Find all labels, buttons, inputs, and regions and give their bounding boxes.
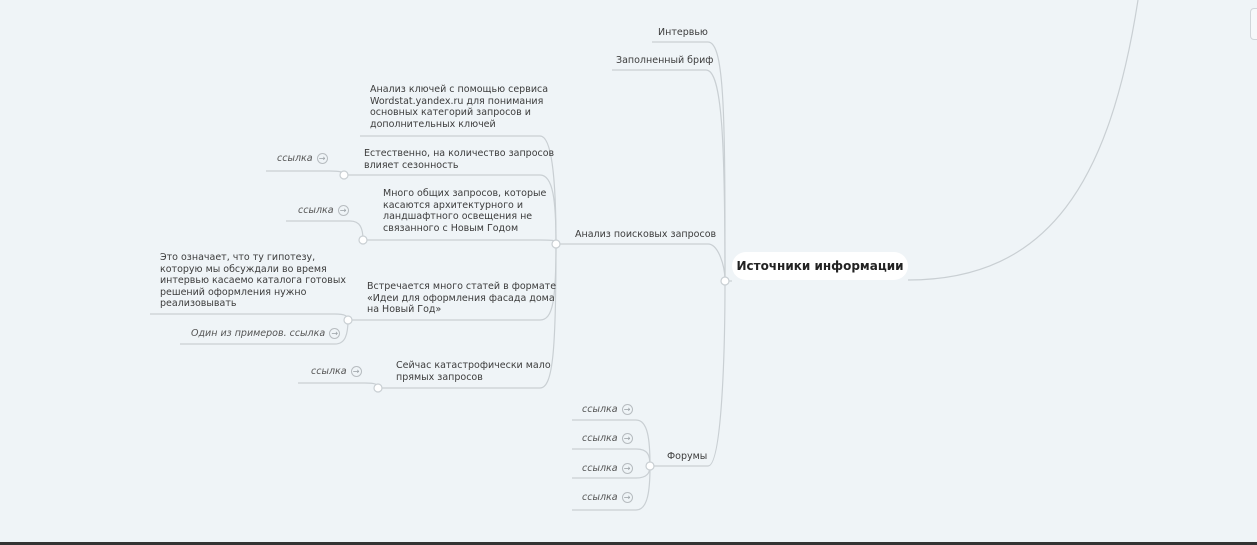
node-text-line: Встречается много статей в формате [367, 281, 557, 292]
arrow-right-icon: → [329, 328, 341, 339]
link-forum-2[interactable]: ссылка→ [582, 433, 633, 445]
arrow-right-icon: → [337, 205, 349, 216]
node-text-line: на Новый Год» [367, 304, 442, 315]
node-brief[interactable]: Заполненный бриф [616, 55, 714, 66]
arrow-right-icon: → [621, 433, 633, 444]
node-forums[interactable]: Форумы [667, 451, 708, 462]
link-forum-3[interactable]: ссылка→ [582, 463, 633, 475]
root-node[interactable]: Источники информации [732, 252, 908, 280]
side-panel-handle[interactable] [1250, 8, 1257, 40]
link-label: ссылка [298, 205, 334, 216]
link-label: ссылка [582, 492, 618, 503]
node-text-line: Сейчас катастрофически мало [396, 360, 551, 371]
node-text-line: влияет сезонность [364, 159, 459, 171]
node-text-line: дополнительных ключей [370, 118, 496, 130]
node-hypothesis[interactable]: Это означает, что ту гипотезу, которую м… [160, 252, 346, 310]
node-direct-queries[interactable]: Сейчас катастрофически мало прямых запро… [396, 360, 551, 383]
node-text-line: Это означает, что ту гипотезу, [160, 252, 316, 263]
node-general-queries[interactable]: Много общих запросов, которые касаются а… [383, 188, 546, 234]
link-direct[interactable]: ссылка→ [311, 366, 362, 378]
node-text-line: ландшафтного освещения не [383, 211, 533, 222]
node-text-line: Wordstat.yandex.ru для понимания [370, 95, 544, 107]
link-label: ссылка [311, 366, 347, 377]
link-label: ссылка [582, 433, 618, 444]
node-text-line: «Идеи для оформления фасада дома [367, 292, 555, 304]
link-example[interactable]: Один из примеров. ссылка→ [191, 328, 341, 340]
node-text-line: решений оформления нужно [160, 286, 307, 298]
link-label: ссылка [277, 153, 313, 164]
node-text-line: основных категорий запросов и [370, 107, 531, 118]
link-label: ссылка [582, 404, 618, 415]
node-search-analysis[interactable]: Анализ поисковых запросов [575, 229, 717, 240]
node-interview[interactable]: Интервью [658, 27, 708, 38]
node-seasonality[interactable]: Естественно, на количество запросов влия… [364, 148, 554, 171]
node-text-line: связанного с Новым Годом [383, 222, 519, 234]
node-text-line: Естественно, на количество запросов [364, 148, 555, 159]
link-forum-1[interactable]: ссылка→ [582, 404, 633, 416]
node-text-line: касаются архитектурного и [383, 199, 524, 211]
link-label: Один из примеров. ссылка [191, 328, 326, 339]
node-text-line: Анализ ключей с помощью сервиса [370, 84, 549, 95]
link-general[interactable]: ссылка→ [298, 205, 349, 217]
window-bottom-border [0, 542, 1257, 545]
node-text-line: интервью касаемо каталога готовых [160, 275, 346, 286]
node-text-line: реализовывать [160, 298, 237, 309]
arrow-right-icon: → [621, 492, 633, 503]
node-wordstat[interactable]: Анализ ключей с помощью сервиса Wordstat… [370, 84, 548, 130]
link-forum-4[interactable]: ссылка→ [582, 492, 633, 504]
arrow-right-icon: → [316, 153, 328, 164]
link-seasonality[interactable]: ссылка→ [277, 153, 328, 165]
node-text-line: которую мы обсуждали во время [160, 263, 327, 275]
node-text-line: Много общих запросов, которые [383, 188, 547, 199]
arrow-right-icon: → [621, 404, 633, 415]
link-label: ссылка [582, 463, 618, 474]
arrow-right-icon: → [621, 463, 633, 474]
node-text-line: прямых запросов [396, 371, 483, 383]
node-articles[interactable]: Встречается много статей в формате «Идеи… [367, 281, 556, 316]
arrow-right-icon: → [350, 366, 362, 377]
